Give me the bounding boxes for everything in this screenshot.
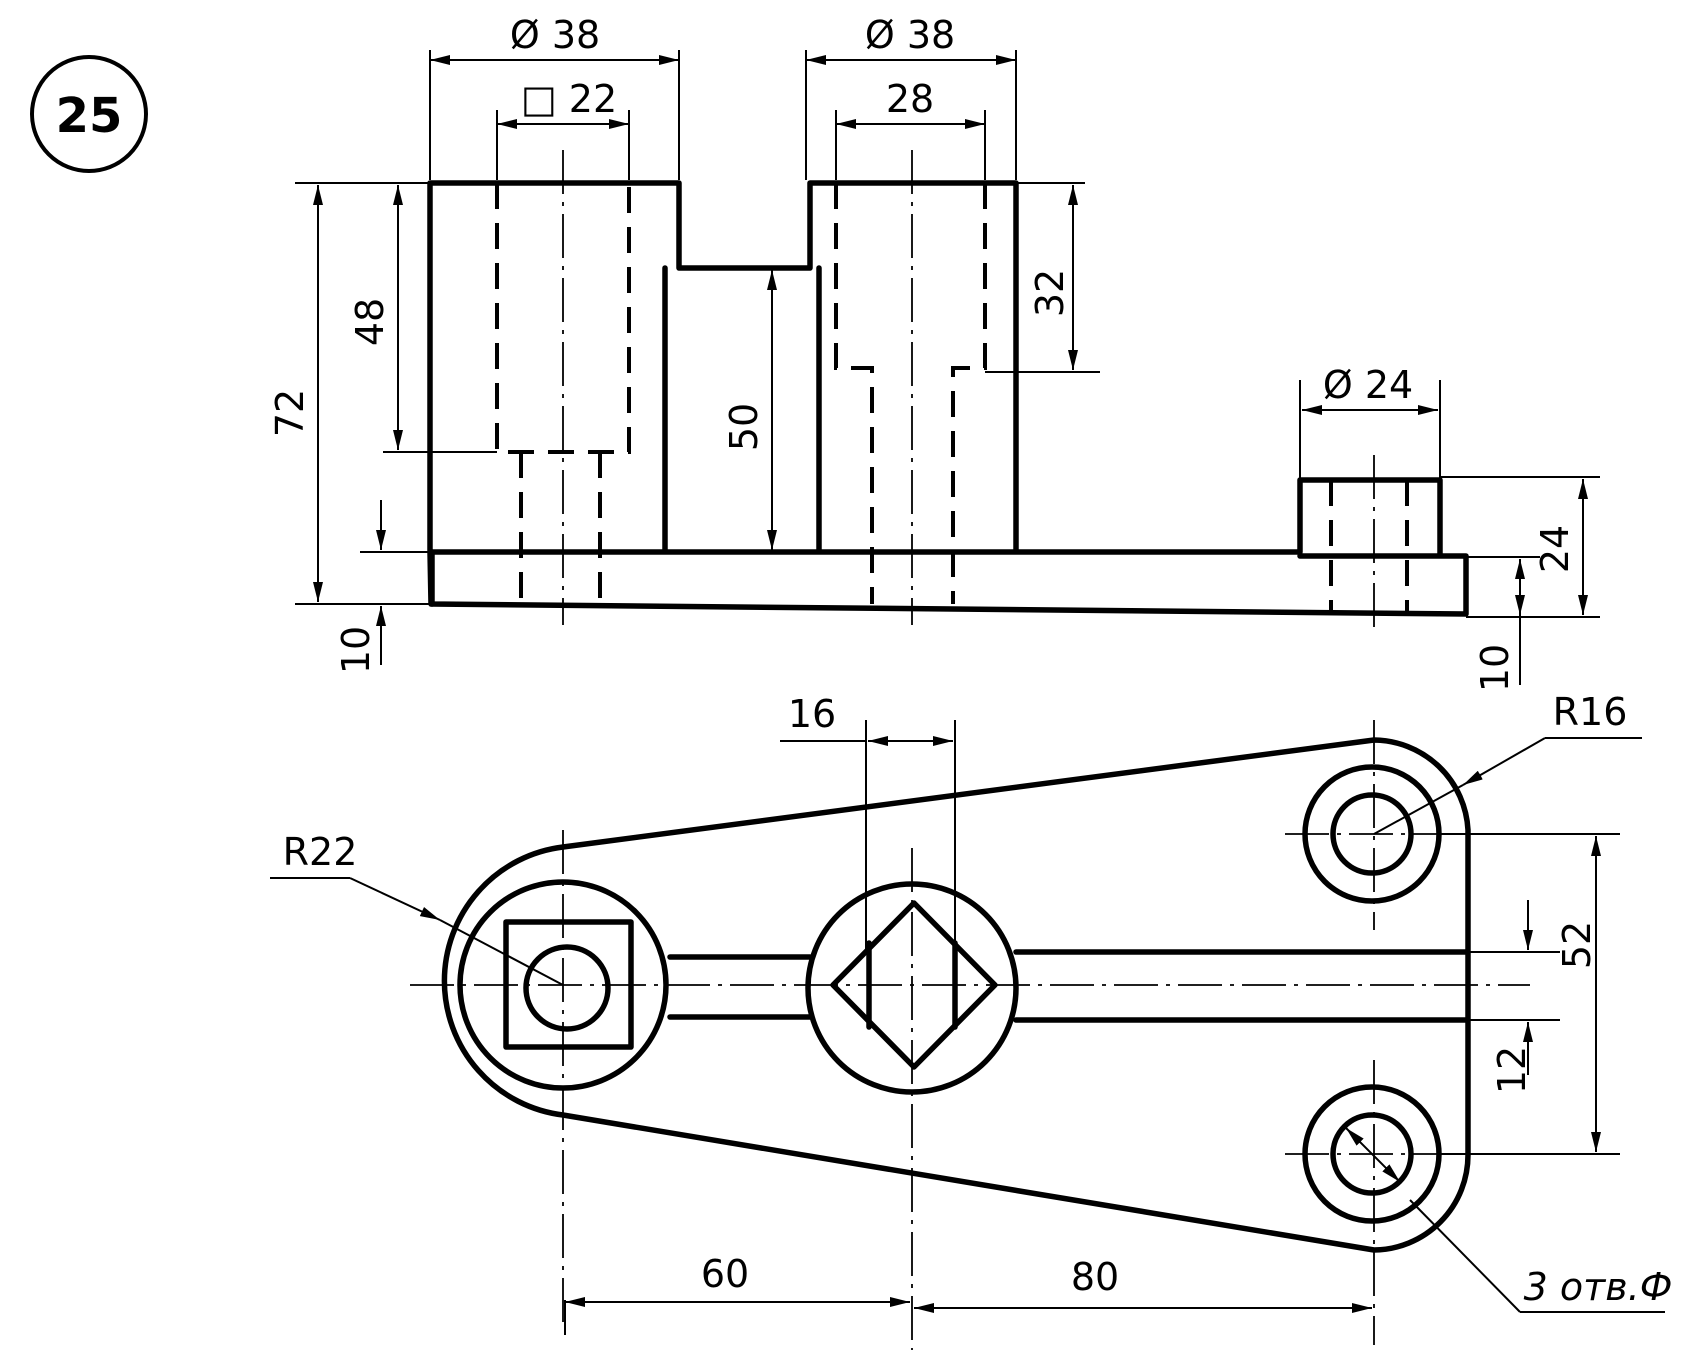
dim-dia-38-left: Ø 38	[510, 13, 600, 57]
dim-r16: R16	[1553, 690, 1628, 734]
front-center-lines	[562, 150, 1375, 630]
right-rib	[1013, 949, 1471, 1023]
dim-32: 32	[1028, 269, 1072, 317]
right-bottom-boss-hole	[1330, 1112, 1414, 1196]
left-boss-hole	[523, 944, 611, 1032]
dim-3-holes: 3 отв.Ф	[1524, 1265, 1673, 1309]
dim-50: 50	[722, 403, 766, 451]
dim-28: 28	[886, 77, 934, 121]
dim-48: 48	[348, 298, 392, 346]
figure-number: 25	[56, 88, 123, 144]
right-top-boss-hole	[1330, 792, 1414, 876]
dim-12: 12	[1490, 1046, 1534, 1094]
dim-24: 24	[1533, 525, 1577, 573]
dim-16: 16	[788, 692, 836, 736]
dim-52: 52	[1555, 921, 1599, 969]
dim-dia-38-middle: Ø 38	[865, 13, 955, 57]
dim-72: 72	[268, 389, 312, 437]
top-dimension-lines	[270, 736, 1665, 1313]
top-view: 16 R16 R22 52 12 60 80 3 отв.Ф	[270, 690, 1672, 1350]
front-dimension-lines	[313, 55, 1588, 685]
dim-10-left: 10	[334, 626, 378, 674]
dim-square-22: □ 22	[521, 77, 617, 121]
dim-10-right: 10	[1473, 644, 1517, 692]
top-dimension-texts: 16 R16 R22 52 12 60 80 3 отв.Ф	[283, 690, 1673, 1309]
figure-number-badge: 25	[30, 55, 148, 173]
dim-60: 60	[701, 1252, 749, 1296]
front-view: Ø 38 □ 22 Ø 38 28 72 48 50 32 10 Ø 24 24…	[268, 13, 1600, 692]
dim-r22: R22	[283, 830, 358, 874]
dim-dia-24: Ø 24	[1323, 363, 1413, 407]
dim-80: 80	[1071, 1255, 1119, 1299]
front-view-outline	[427, 180, 1469, 617]
front-hidden-lines	[495, 183, 1409, 614]
left-rib	[667, 954, 813, 1020]
front-extension-lines	[295, 50, 1600, 618]
front-dimension-texts: Ø 38 □ 22 Ø 38 28 72 48 50 32 10 Ø 24 24…	[268, 13, 1577, 692]
top-extension-lines	[564, 720, 1620, 1335]
middle-diamond	[830, 900, 998, 1070]
top-center-lines	[410, 720, 1530, 1350]
